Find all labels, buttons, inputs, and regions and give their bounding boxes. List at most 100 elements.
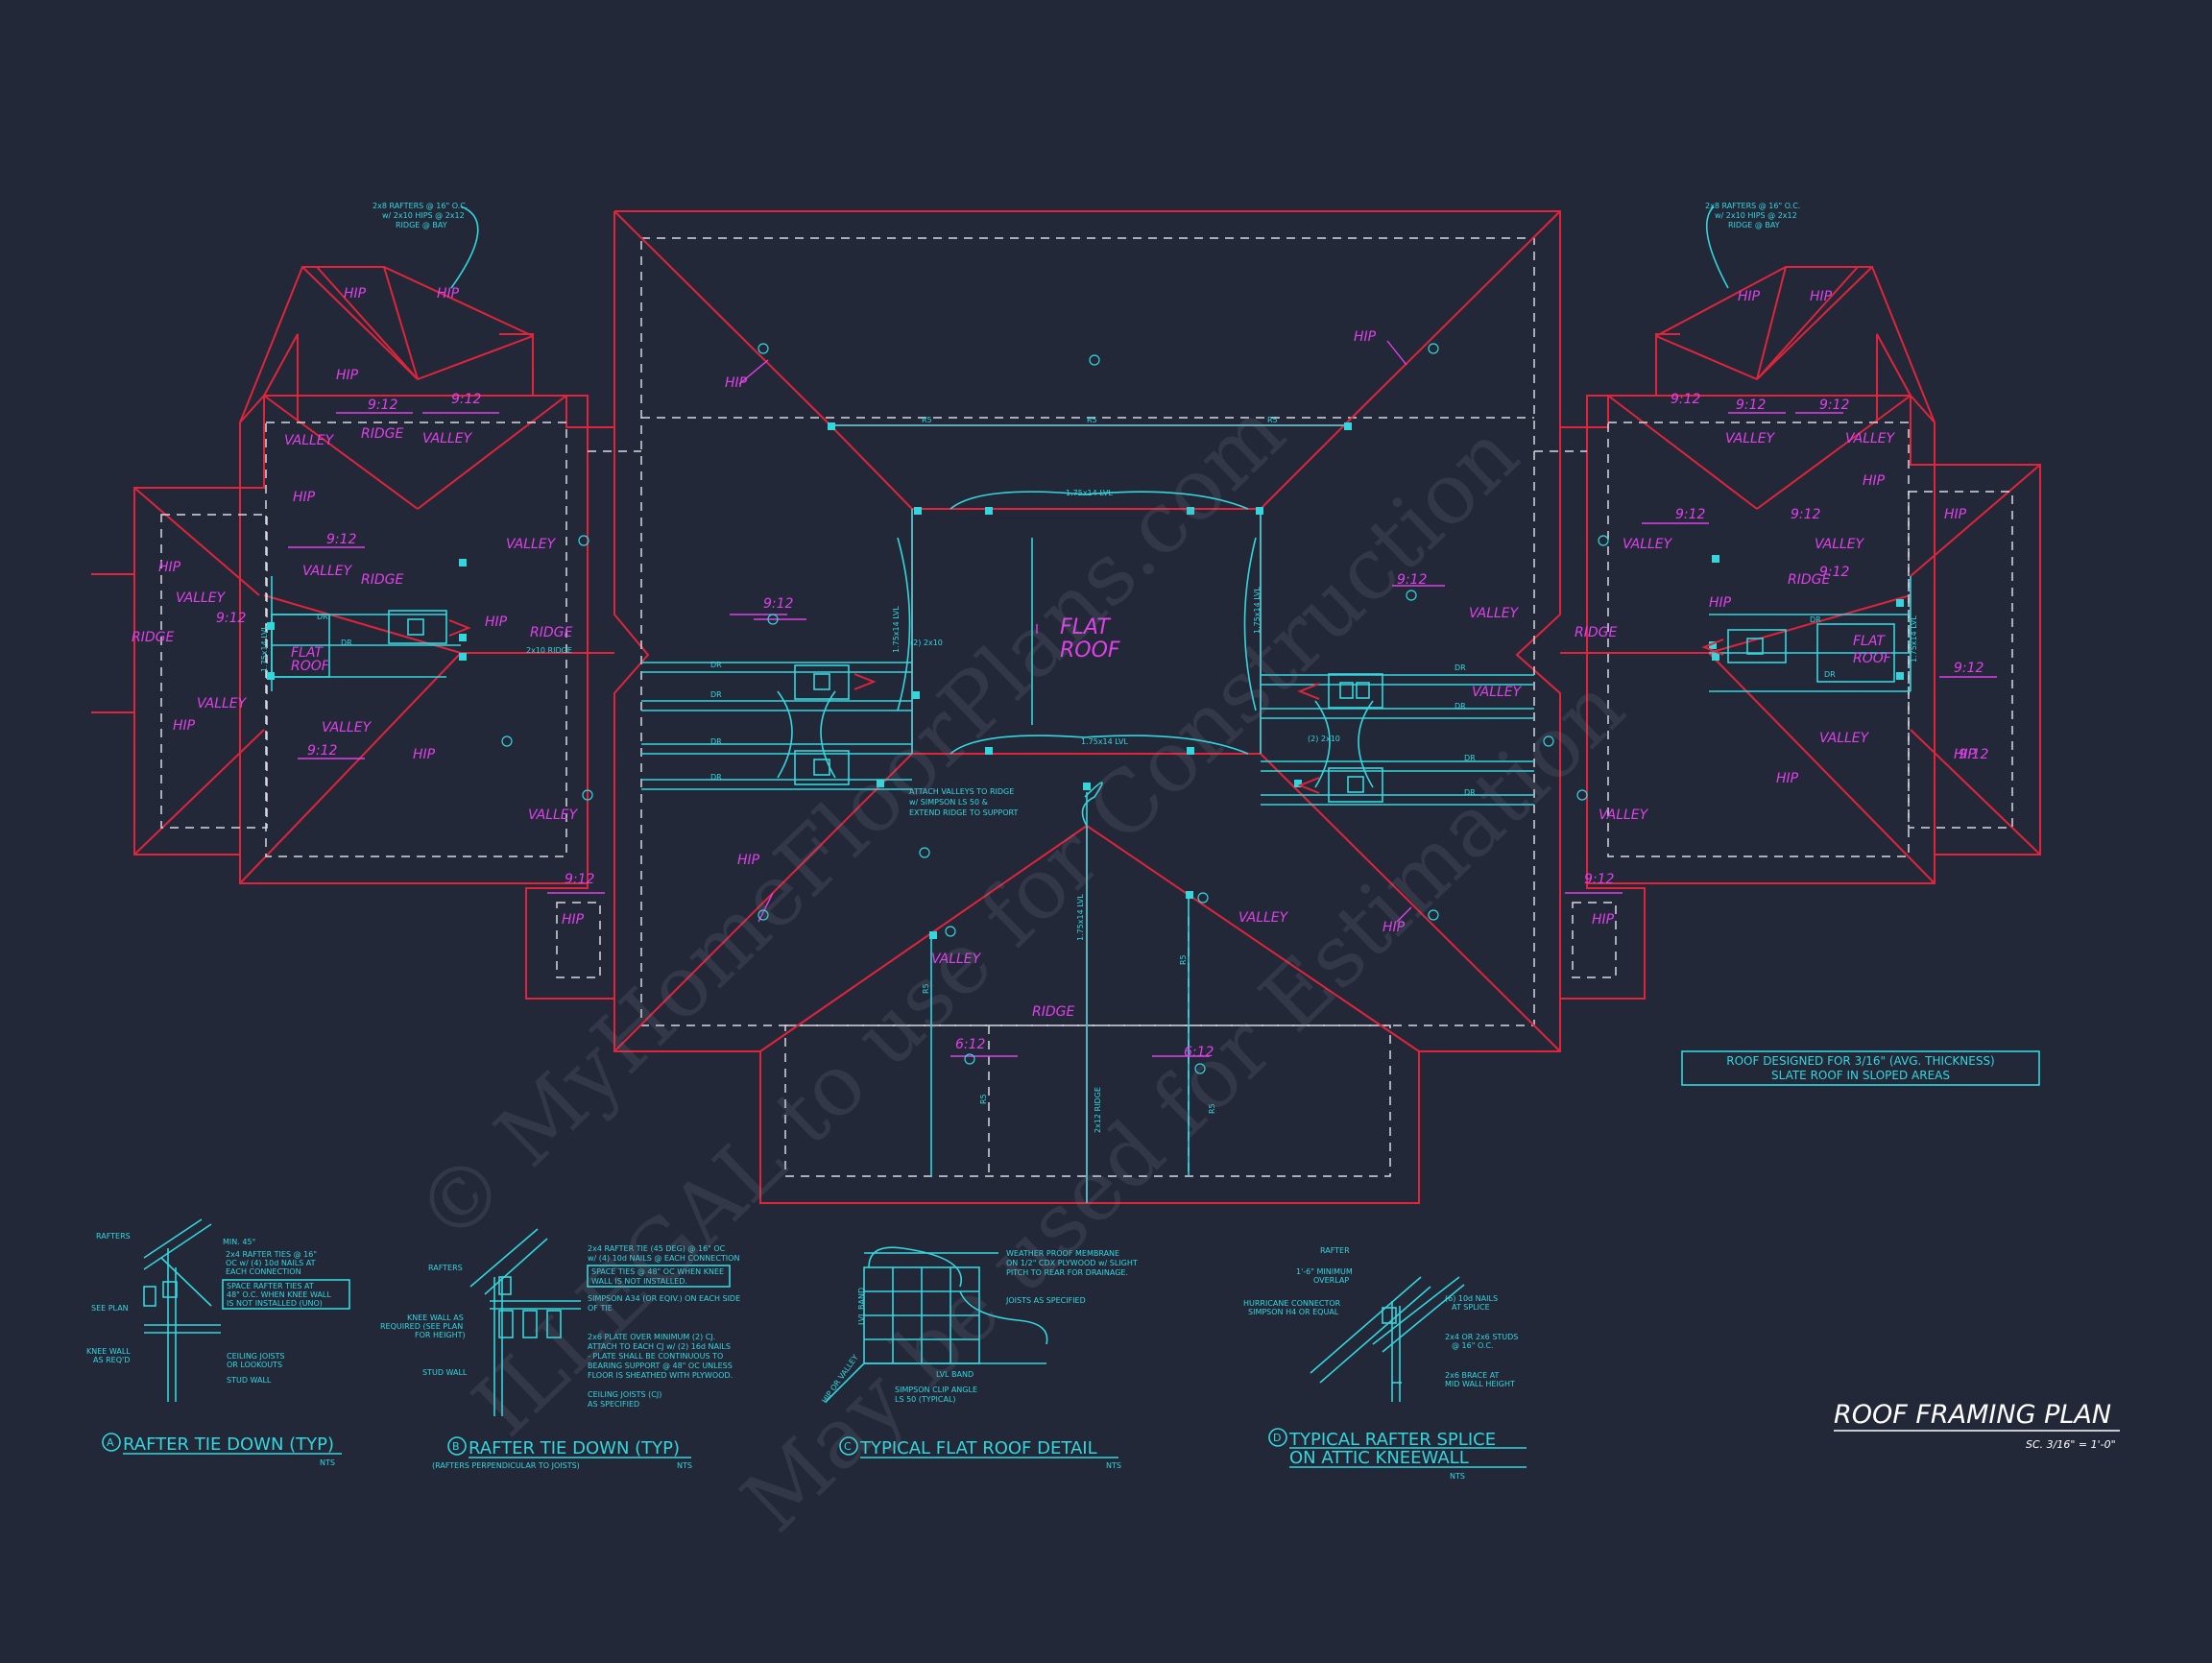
ridge-label: RIDGE	[1032, 1004, 1074, 1020]
valley-label: VALLEY	[197, 696, 248, 711]
ridge-label: RIDGE	[1788, 572, 1830, 588]
pitch-label: 9:12	[1397, 572, 1428, 588]
valley-label: VALLEY	[528, 807, 579, 823]
r5-label: R5	[1267, 416, 1278, 424]
valley-label: VALLEY	[302, 564, 353, 579]
pitch-label: 9:12	[1791, 507, 1821, 522]
hip-label: HIP	[293, 490, 316, 505]
detail-c-letter: C	[844, 1440, 852, 1453]
hip-label: HIP	[1709, 595, 1732, 611]
detail-c-callout: LVL BAND	[936, 1370, 974, 1379]
detail-a-title: RAFTER TIE DOWN (TYP)	[123, 1434, 334, 1455]
detail-a-callout: KNEE WALL	[86, 1347, 131, 1356]
hip-label: HIP	[1944, 507, 1967, 522]
valley-label: VALLEY	[931, 952, 982, 967]
valley-label: VALLEY	[1819, 731, 1870, 746]
dr-label: DR	[1455, 663, 1466, 672]
detail-d: RAFTER 1'-6" MINIMUM OVERLAP (6) 10d NAI…	[1243, 1246, 1527, 1481]
dr-label: DR	[1464, 754, 1476, 762]
lvl-left-wing-label: 1.75x14 LVL	[260, 625, 269, 672]
dr-label: DR	[710, 661, 722, 669]
detail-b-callout: CEILING JOISTS (CJ)	[588, 1390, 661, 1399]
valley-label: VALLEY	[506, 537, 557, 552]
detail-a-callout: AS REQ'D	[93, 1356, 130, 1364]
detail-b-title: RAFTER TIE DOWN (TYP)	[469, 1438, 680, 1458]
dr-label: DR	[1455, 702, 1466, 711]
detail-d-callout: 2x4 OR 2x6 STUDS	[1445, 1333, 1518, 1341]
valley-label: VALLEY	[1599, 807, 1649, 823]
attach-note-line-2: w/ SIMPSON LS 50 &	[909, 798, 988, 807]
detail-b-callout: OF TIE	[588, 1304, 613, 1313]
hip-label: HIP	[173, 718, 196, 734]
detail-b-callout: WALL IS NOT INSTALLED.	[591, 1277, 687, 1286]
flat-roof-label-1: FLAT	[1060, 615, 1111, 639]
r5-label: R5	[922, 416, 932, 424]
pitch-label: 6:12	[1184, 1045, 1214, 1060]
plan-title-block: ROOF FRAMING PLAN SC. 3/16" = 1'-0"	[1834, 1400, 2120, 1451]
detail-d-letter: D	[1273, 1432, 1281, 1444]
pitch-label: 9:12	[1671, 392, 1701, 407]
hip-label: HIP	[336, 368, 359, 383]
detail-c-callout: LVL BAND	[857, 1288, 866, 1325]
r5-label: R5	[1208, 1103, 1216, 1114]
ridge-2x12-label: 2x12 RIDGE	[1094, 1087, 1102, 1133]
two-2x10-label: (2) 2x10	[910, 639, 943, 647]
hip-label: HIP	[737, 853, 760, 868]
detail-a-scale: NTS	[320, 1458, 335, 1467]
detail-c-callout: LS 50 (TYPICAL)	[895, 1395, 956, 1404]
detail-c-callout: ON 1/2" CDX PLYWOOD w/ SLIGHT	[1006, 1259, 1138, 1267]
hip-label: HIP	[1382, 920, 1406, 935]
direction-arrows	[448, 619, 1724, 794]
pitch-label: 9:12	[451, 392, 482, 407]
detail-b-callout: AS SPECIFIED	[588, 1400, 639, 1409]
hip-label: HIP	[562, 912, 585, 928]
dr-label: DR	[341, 639, 352, 647]
r5-label: R5	[979, 1094, 988, 1104]
pitch-label: 9:12	[1675, 507, 1706, 522]
detail-c: WEATHER PROOF MEMBRANE ON 1/2" CDX PLYWO…	[820, 1246, 1138, 1470]
detail-b-callout: REQUIRED (SEE PLAN	[380, 1322, 463, 1331]
detail-b-callout: 2x6 PLATE OVER MINIMUM (2) CJ.	[588, 1333, 715, 1341]
pitch-label: 9:12	[326, 532, 357, 547]
bay-note-left-line-1: 2x8 RAFTERS @ 16" O.C.	[373, 202, 468, 210]
detail-b-callout: RAFTERS	[428, 1264, 463, 1272]
valley-label: VALLEY	[1472, 685, 1523, 700]
bay-note-right-line-2: w/ 2x10 HIPS @ 2x12	[1715, 211, 1797, 220]
detail-a-callout: EACH CONNECTION	[226, 1267, 301, 1276]
hip-label: HIP	[1776, 771, 1799, 786]
dr-label: DR	[710, 773, 722, 782]
detail-b-callout: ATTACH TO EACH CJ w/ (2) 16d NAILS	[588, 1342, 731, 1351]
detail-a-letter: A	[107, 1436, 114, 1449]
roof-note: ROOF DESIGNED FOR 3/16" (AVG. THICKNESS)…	[1681, 1050, 2040, 1086]
detail-c-scale: NTS	[1106, 1461, 1121, 1470]
r5-label: R5	[1179, 954, 1188, 965]
hip-label: HIP	[1863, 473, 1886, 489]
bay-note-right-line-1: 2x8 RAFTERS @ 16" O.C.	[1705, 202, 1800, 210]
hip-label: HIP	[1354, 329, 1377, 345]
right-wing-outline	[1534, 266, 2041, 1000]
hip-label: HIP	[158, 560, 181, 575]
detail-a-callout: SEE PLAN	[91, 1304, 129, 1313]
detail-c-callout: JOISTS AS SPECIFIED	[1005, 1296, 1086, 1305]
detail-c-callout: WEATHER PROOF MEMBRANE	[1006, 1249, 1119, 1258]
detail-b-callout: SIMPSON A34 (OR EQIV.) ON EACH SIDE	[588, 1294, 740, 1303]
detail-b-callout: STUD WALL	[422, 1368, 468, 1377]
pitch-label: 9:12	[307, 743, 338, 759]
bay-note-right-line-3: RIDGE @ BAY	[1728, 221, 1780, 229]
valley-label: VALLEY	[322, 720, 373, 735]
detail-b-callout: FLOOR IS SHEATHED WITH PLYWOOD.	[588, 1371, 733, 1380]
pitch-label: 9:12	[763, 596, 794, 612]
dr-label: DR	[710, 690, 722, 699]
valley-label: VALLEY	[422, 431, 473, 446]
plan-scale: SC. 3/16" = 1'-0"	[2026, 1438, 2116, 1451]
detail-d-callout: 1'-6" MINIMUM	[1296, 1267, 1353, 1276]
lvl-mid-label: 1.75x14 LVL	[1081, 737, 1128, 746]
valley-label: VALLEY	[1725, 431, 1776, 446]
detail-d-callout: OVERLAP	[1313, 1276, 1349, 1285]
pitch-label: 9:12	[1959, 747, 1989, 762]
ridge-2x10-label: 2x10 RIDGE	[526, 646, 572, 655]
pitch-label: 9:12	[1819, 565, 1850, 580]
small-flat-roof-label-3: FLAT	[1853, 634, 1886, 649]
detail-a: RAFTERS MIN. 45° 2x4 RAFTER TIES @ 16" O…	[86, 1218, 350, 1467]
